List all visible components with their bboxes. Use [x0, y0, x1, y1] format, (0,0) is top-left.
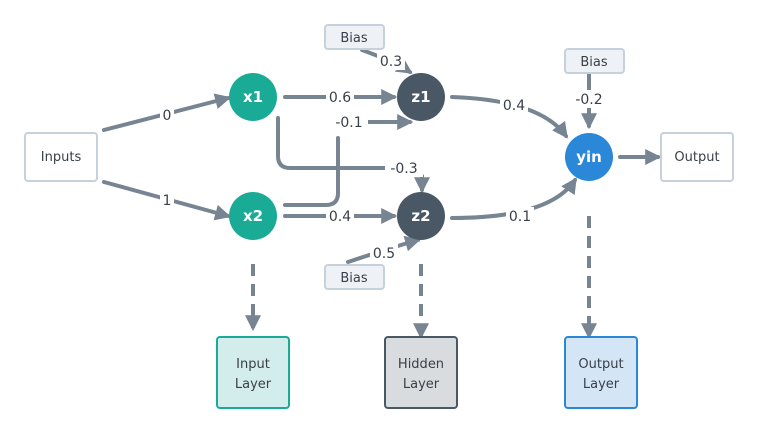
svg-text:yin: yin: [576, 148, 602, 166]
svg-text:0.4: 0.4: [329, 209, 351, 225]
weight-label-z1-yin: 0.4: [500, 96, 528, 114]
hidden-layer-box: Hidden Layer: [384, 336, 458, 409]
node-yin: yin: [565, 133, 613, 181]
weight-label-x1-z1: 0.6: [326, 88, 354, 106]
weight-label-x2-z2: 0.4: [326, 207, 354, 225]
node-z2: z2: [397, 192, 445, 240]
inputs-box: Inputs: [24, 132, 98, 182]
svg-text:x2: x2: [243, 207, 263, 225]
svg-text:-0.1: -0.1: [335, 115, 362, 131]
input-layer-box: Input Layer: [216, 336, 290, 409]
svg-text:Bias: Bias: [340, 271, 367, 286]
svg-text:Output: Output: [674, 150, 719, 165]
svg-text:0.6: 0.6: [329, 90, 351, 106]
svg-text:-0.3: -0.3: [390, 161, 417, 177]
svg-text:0: 0: [163, 108, 172, 124]
svg-text:z1: z1: [411, 88, 430, 106]
edge-x1-z2: [276, 116, 387, 170]
bias-box-z2: Bias: [324, 264, 385, 290]
svg-text:Bias: Bias: [340, 31, 367, 46]
svg-text:Layer: Layer: [235, 377, 272, 392]
svg-text:Layer: Layer: [403, 377, 440, 392]
weight-label-x1-z2: -0.3: [385, 159, 423, 177]
edge-x2-z1: [283, 136, 340, 207]
svg-text:x1: x1: [243, 88, 263, 106]
svg-text:0.5: 0.5: [373, 246, 395, 262]
weight-label-bias-z1: 0.3: [377, 52, 405, 70]
svg-text:0.1: 0.1: [509, 209, 531, 225]
svg-text:0.3: 0.3: [380, 54, 402, 70]
node-x1: x1: [229, 73, 277, 121]
node-z1: z1: [397, 73, 445, 121]
svg-text:Layer: Layer: [583, 377, 620, 392]
weight-label-bias-z2: 0.5: [370, 244, 398, 262]
output-layer-box: Output Layer: [564, 336, 638, 409]
weight-label-z2-yin: 0.1: [506, 207, 534, 225]
weight-label-x2-z1: -0.1: [330, 113, 368, 131]
svg-text:-0.2: -0.2: [575, 92, 602, 108]
svg-text:Input: Input: [236, 357, 270, 372]
weight-label-inputs-x2: 1: [160, 191, 174, 209]
weight-label-inputs-x1: 0: [160, 105, 174, 124]
bias-box-yin: Bias: [564, 48, 625, 74]
svg-text:z2: z2: [411, 207, 430, 225]
bias-box-z1: Bias: [324, 24, 385, 50]
svg-text:Inputs: Inputs: [41, 150, 82, 165]
svg-text:Hidden: Hidden: [398, 357, 444, 372]
svg-text:0.4: 0.4: [503, 98, 525, 114]
output-box: Output: [660, 132, 734, 182]
svg-text:Output: Output: [578, 357, 623, 372]
node-x2: x2: [229, 192, 277, 240]
svg-text:Bias: Bias: [580, 55, 607, 70]
svg-text:1: 1: [163, 193, 172, 209]
weight-label-bias-yin: -0.2: [570, 90, 608, 108]
